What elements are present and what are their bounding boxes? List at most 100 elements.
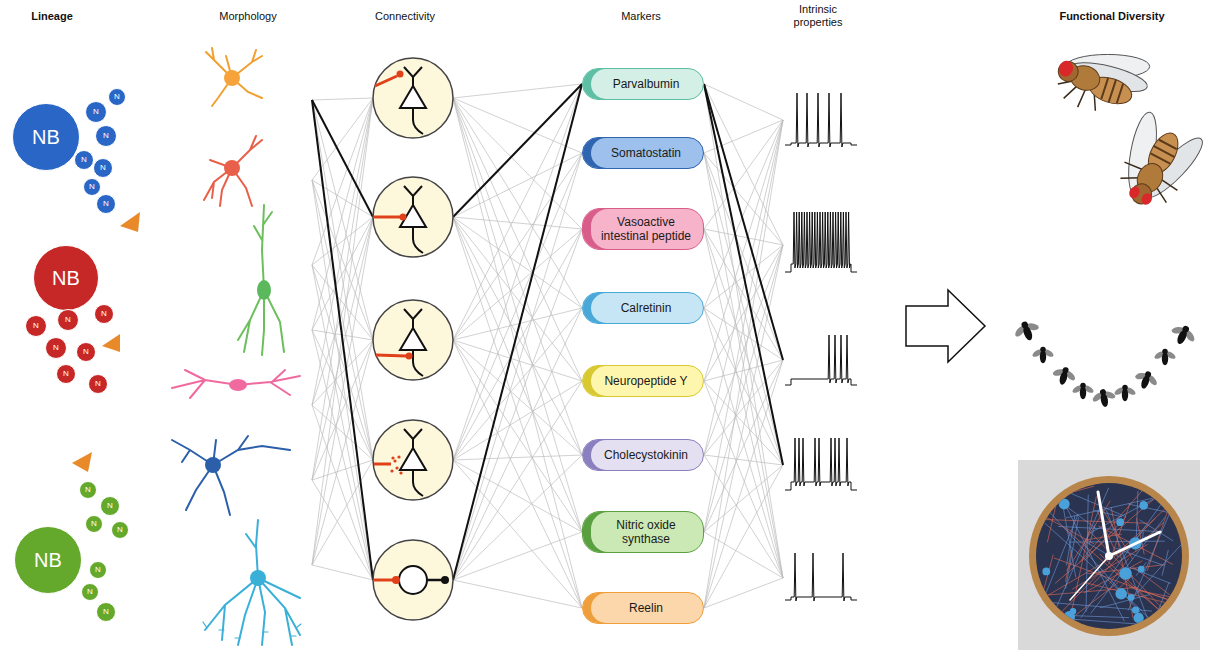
connectivity-icon xyxy=(399,566,427,594)
connectivity-icon xyxy=(413,470,423,496)
connectivity-icon xyxy=(373,177,453,257)
mesh-line xyxy=(453,340,582,608)
highlight-line xyxy=(704,84,783,465)
clock-picture xyxy=(1018,460,1200,650)
marker-name: Reelin xyxy=(629,601,663,615)
cell-letter: NB xyxy=(32,127,60,147)
circle-shape xyxy=(15,527,82,594)
clock-pattern xyxy=(1117,494,1181,553)
highlight-line xyxy=(453,84,582,580)
clock-pattern xyxy=(1165,613,1166,616)
neuron-drawing xyxy=(205,457,221,473)
mesh-line xyxy=(453,84,582,580)
mesh-line xyxy=(312,340,373,480)
mesh-line xyxy=(453,340,582,455)
mesh-line xyxy=(453,381,582,460)
clock-pattern xyxy=(1156,582,1169,616)
clock-pattern xyxy=(1132,606,1139,613)
mesh-line xyxy=(704,84,783,360)
mesh-line xyxy=(704,245,783,532)
clock-pattern xyxy=(1066,517,1079,588)
connectivity-icon xyxy=(400,86,426,108)
clock-picture xyxy=(1105,552,1113,560)
cell-letter: N xyxy=(95,380,101,388)
cell-letter: N xyxy=(89,183,95,191)
neuron-circle: N xyxy=(76,342,96,362)
circle-shape xyxy=(46,338,67,359)
mesh-line xyxy=(453,153,582,340)
clock-pattern xyxy=(1047,484,1049,498)
clock-pattern xyxy=(1100,554,1176,625)
mesh-line xyxy=(453,308,582,580)
connectivity-icon xyxy=(397,71,404,78)
connectivity-icon xyxy=(400,214,407,221)
outline-arrow xyxy=(906,290,985,362)
cell-letter: N xyxy=(114,93,120,101)
mesh-line xyxy=(312,565,373,580)
mesh-line xyxy=(704,229,783,360)
mesh-line xyxy=(704,578,783,608)
circle-shape xyxy=(94,159,113,178)
clock-pattern xyxy=(1129,587,1170,600)
neuron-circle: N xyxy=(85,515,103,533)
connectivity-icon xyxy=(406,353,413,360)
marker-pill: Reelin xyxy=(582,592,704,624)
mesh-line xyxy=(704,229,783,245)
marker-pill: Parvalbumin xyxy=(582,68,704,100)
circle-shape xyxy=(95,305,114,324)
clock-picture xyxy=(1070,556,1109,600)
neuron-circle: N xyxy=(85,101,107,123)
circle-shape xyxy=(86,516,103,533)
mesh-line xyxy=(453,460,582,608)
marker-name: Parvalbumin xyxy=(613,77,680,91)
fruit-fly-drawing xyxy=(1150,139,1179,164)
cell-letter: N xyxy=(103,132,109,140)
connectivity-icon xyxy=(374,579,393,582)
mesh-line xyxy=(704,455,783,578)
connectivity-icon xyxy=(373,300,453,380)
neuron-drawing xyxy=(203,520,301,645)
clock-picture xyxy=(1018,460,1200,650)
circle-shape xyxy=(77,343,96,362)
cell-letter: N xyxy=(65,316,71,324)
circle-shape xyxy=(90,562,107,579)
column-heading: Morphology xyxy=(219,10,276,23)
mesh-line xyxy=(312,340,373,565)
lineage-pointer xyxy=(120,212,140,232)
mesh-line xyxy=(704,84,783,120)
mesh-line xyxy=(453,217,582,229)
mesh-line xyxy=(704,308,783,578)
circle-shape xyxy=(97,195,116,214)
neuron-drawing xyxy=(204,136,262,206)
clock-pattern xyxy=(1119,567,1132,580)
neuron-circle: N xyxy=(96,194,116,214)
mesh-line xyxy=(704,120,783,532)
clock-picture xyxy=(1029,476,1189,636)
connectivity-icon xyxy=(400,205,426,227)
mesh-line xyxy=(453,229,582,580)
clock-pattern xyxy=(1116,518,1124,526)
marker-name: Nitric oxide synthase xyxy=(600,518,692,546)
connectivity-icon xyxy=(400,448,426,470)
fly-flock xyxy=(1131,367,1161,393)
mesh-line xyxy=(312,98,373,480)
connectivity-icon xyxy=(374,463,391,466)
mesh-line xyxy=(453,98,582,608)
mesh-line xyxy=(704,120,783,608)
clock-pattern xyxy=(1085,583,1167,603)
connectivity-icon xyxy=(413,108,423,134)
mesh-line xyxy=(453,217,582,608)
neuron-circle: N xyxy=(88,374,108,394)
neuron-circle: N xyxy=(79,481,97,499)
connectivity-icon xyxy=(390,469,393,472)
connectivity-icon xyxy=(392,576,400,584)
circle-shape xyxy=(58,310,79,331)
clock-pattern xyxy=(1066,550,1072,582)
connectivity-icon xyxy=(373,420,453,500)
clock-pattern xyxy=(1070,608,1076,614)
neuron-drawing xyxy=(172,370,300,398)
mesh-line xyxy=(704,245,783,381)
neuron-drawing xyxy=(224,160,240,176)
fruit-fly-drawing xyxy=(1099,104,1209,221)
